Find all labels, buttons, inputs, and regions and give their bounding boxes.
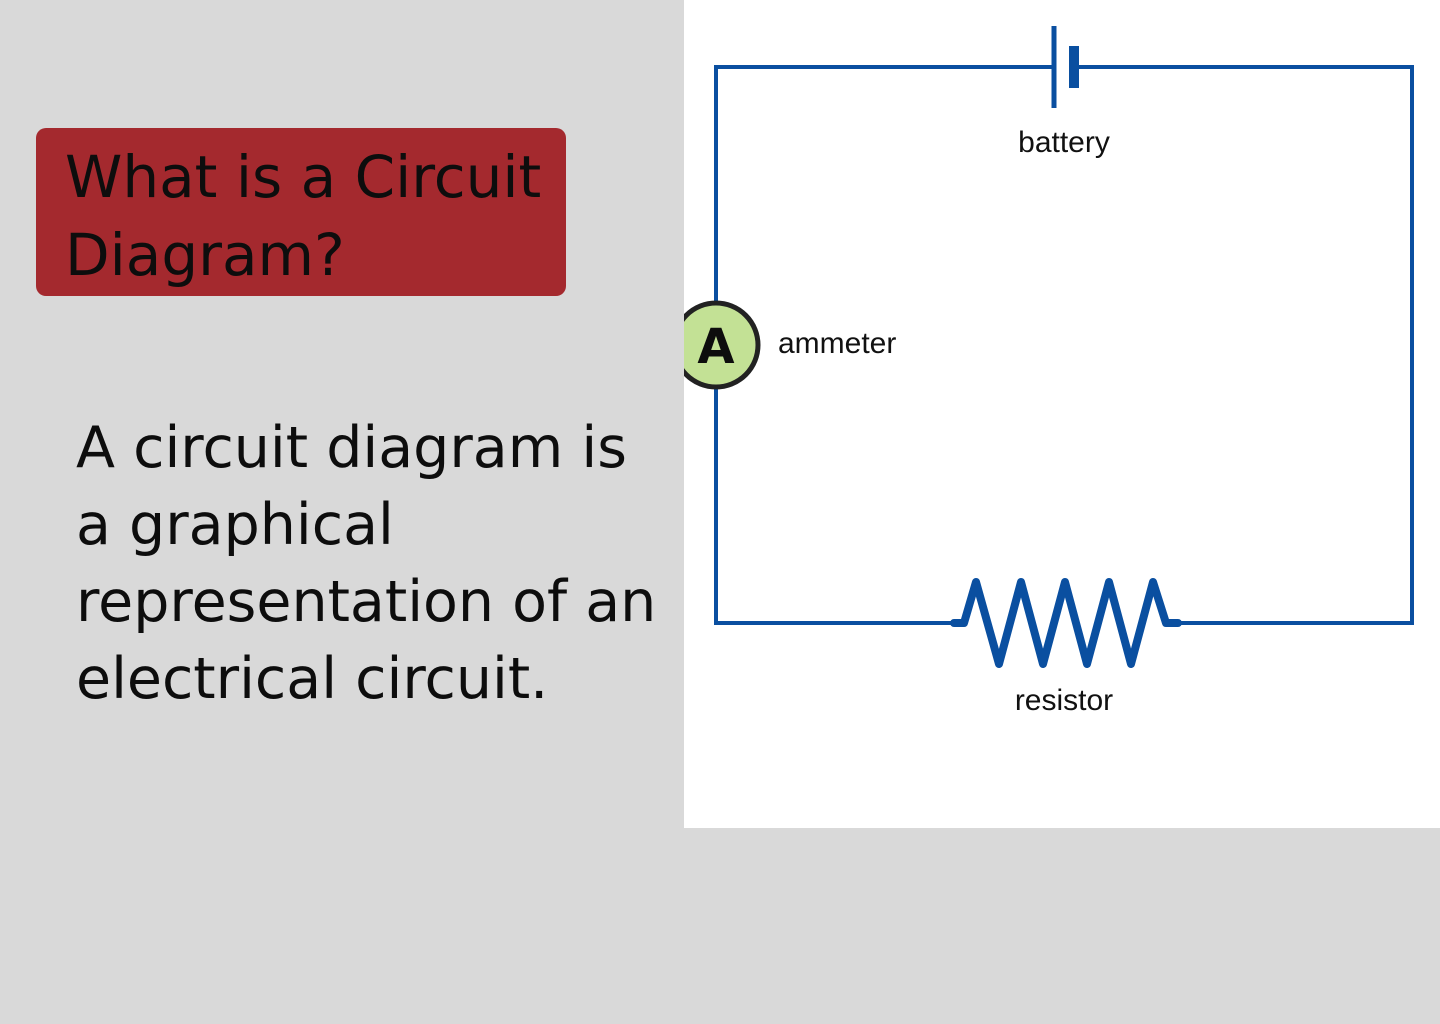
ammeter-symbol-icon: A	[684, 300, 761, 390]
circuit-diagram-panel: battery resistor A ammeter	[684, 0, 1440, 828]
ammeter-symbol-letter: A	[697, 319, 734, 375]
resistor-label: resistor	[1015, 684, 1113, 717]
wire-top-right	[1078, 65, 1414, 625]
wire-top-left	[714, 65, 1056, 302]
battery-symbol-icon	[1051, 26, 1079, 108]
description-text: A circuit diagram is a graphical represe…	[76, 415, 657, 712]
ammeter-label: ammeter	[778, 327, 896, 360]
resistor-symbol-icon	[950, 578, 1182, 668]
title-box: What is a Circuit Diagram?	[36, 128, 566, 296]
circuit-diagram: battery resistor A ammeter	[684, 26, 1414, 717]
page-title: What is a Circuit Diagram?	[65, 143, 542, 289]
battery-label: battery	[1018, 126, 1110, 159]
wire-bottom-left	[714, 388, 956, 625]
circuit-wires	[714, 65, 1414, 625]
